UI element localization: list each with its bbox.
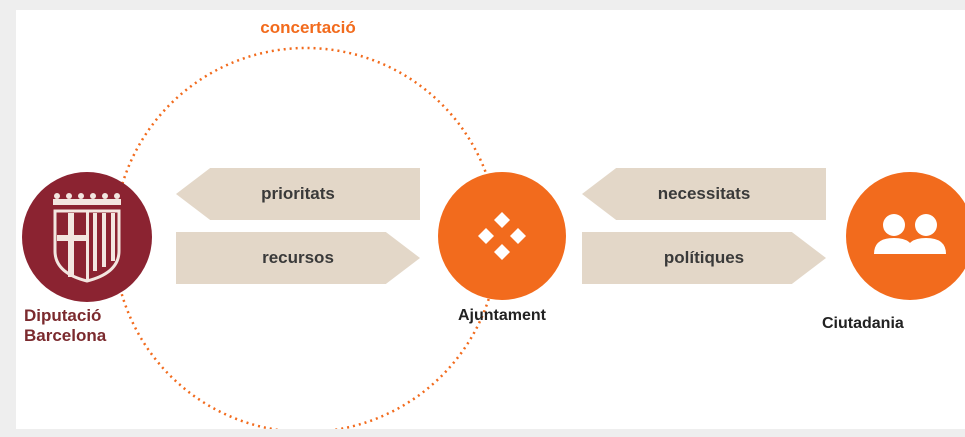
people-icon <box>874 214 946 254</box>
diputacio-node <box>22 172 152 302</box>
coat-of-arms-icon <box>53 193 121 283</box>
diputacio-label: Diputació Barcelona <box>24 306 106 346</box>
ajuntament-node <box>438 172 566 300</box>
arrow-necessitats-label: necessitats <box>657 184 751 203</box>
diputacio-label-line2: Barcelona <box>24 326 107 345</box>
ciutadania-node <box>846 172 965 300</box>
arrow-prioritats-label: prioritats <box>261 184 335 203</box>
ciutadania-label: Ciutadania <box>822 315 904 332</box>
diputacio-label-line1: Diputació <box>24 306 102 325</box>
arrow-necessitats: necessitats <box>582 168 826 220</box>
arrow-recursos-label: recursos <box>262 248 334 267</box>
arrow-politiques: polítiques <box>582 232 826 284</box>
arrow-politiques-label: polítiques <box>663 248 745 267</box>
ajuntament-label: Ajuntament <box>458 307 546 324</box>
diamond-cluster-icon <box>478 212 526 260</box>
diagram-canvas: concertació Diputació Barcelona <box>16 10 965 429</box>
arrow-prioritats: prioritats <box>176 168 420 220</box>
arrow-recursos: recursos <box>176 232 420 284</box>
concertacio-label: concertació <box>260 18 356 37</box>
